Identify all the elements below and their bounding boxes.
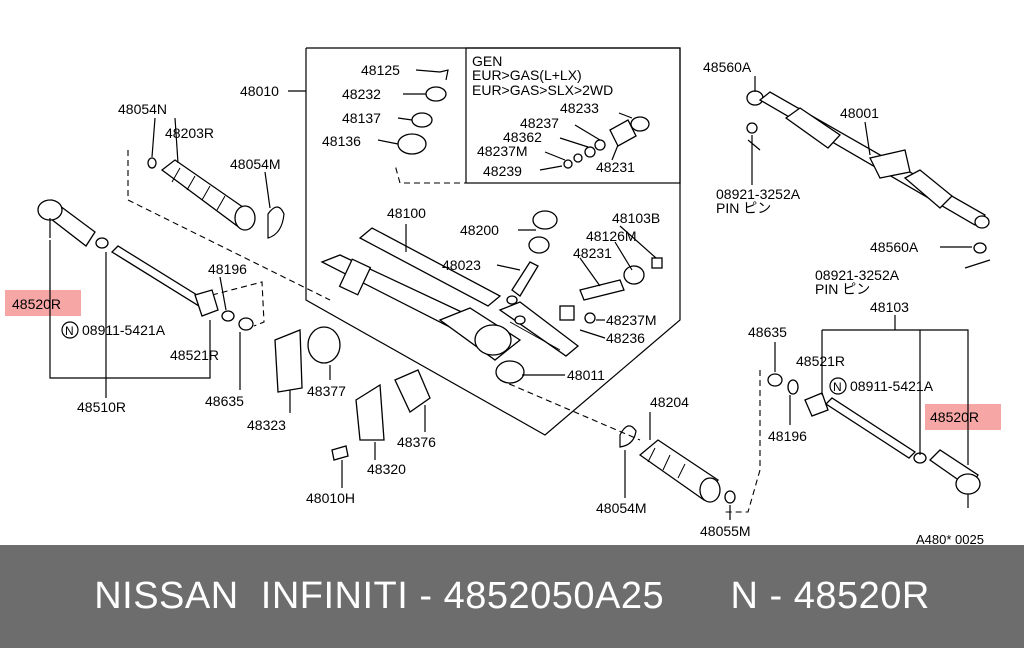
part-number-caption: NISSAN INFINITI - 4852050A25 N - 48520R [94,575,930,617]
left-boot [147,157,285,239]
label-48196-right: 48196 [768,428,807,444]
parts-diagram: GEN EUR>GAS(L+LX) EUR>GAS>SLX>2WD 48233 … [5,47,1001,545]
legend-line-2: EUR>GAS(L+LX) [472,67,582,83]
label-48137: 48137 [342,110,381,126]
label-48001: 48001 [840,105,879,121]
legend-line-3: EUR>GAS>SLX>2WD [472,82,613,98]
label-48237-legend: 48237 [520,115,559,131]
n-mark-right [829,377,847,395]
label-08911-right: 08911-5421A [850,378,934,394]
label-48520R-left: 48520R [12,296,61,312]
label-48521R-right: 48521R [796,353,845,369]
label-48560A-mid: 48560A [870,239,919,255]
label-48231-mid: 48231 [573,245,612,261]
label-48200: 48200 [460,222,499,238]
n-mark-right-label: N [833,380,842,394]
dash-center [499,379,641,441]
legend-parts [539,112,650,171]
label-48510R: 48510R [77,399,126,415]
pinion-parts [397,69,663,325]
n-mark-left-label: N [65,324,74,338]
label-48236: 48236 [606,330,645,346]
label-48204: 48204 [650,394,689,410]
label-48103B: 48103B [612,210,660,226]
label-48196-left: 48196 [208,261,247,277]
label-08911-left: 08911-5421A [82,322,166,338]
label-48635-left: 48635 [205,393,244,409]
label-48126M: 48126M [586,228,637,244]
highlight-48520R-right [925,404,1001,430]
label-08921-mid: 08921-3252A [815,267,900,283]
label-48136: 48136 [322,133,361,149]
label-48239: 48239 [483,163,522,179]
dash-left [127,150,331,301]
label-48237M-legend: 48237M [477,143,528,159]
highlight-48520R-left [5,290,81,316]
legend-box [465,47,681,184]
label-48232: 48232 [342,86,381,102]
complete-assembly [746,90,991,269]
label-48010H: 48010H [306,490,355,506]
right-boot [619,425,736,504]
label-48362: 48362 [503,129,542,145]
label-48100: 48100 [387,205,426,221]
label-48103: 48103 [870,299,909,315]
label-48054M-bottom: 48054M [596,500,647,516]
label-48054N: 48054N [118,101,167,117]
leader-lines-outer [49,76,972,520]
label-48320: 48320 [367,461,406,477]
dash-left-2 [211,281,265,327]
left-tie-rod [37,199,254,331]
label-48376: 48376 [397,434,436,450]
label-48055M: 48055M [700,523,751,539]
label-08921-top: 08921-3252A [716,186,801,202]
label-48521R-left: 48521R [170,347,219,363]
label-48377: 48377 [307,383,346,399]
mount-brackets [274,326,431,461]
n-mark-left [61,321,79,339]
label-48237M-mid: 48237M [606,312,657,328]
label-48233: 48233 [560,100,599,116]
label-48125: 48125 [361,62,400,78]
label-pin-top: PIN ピン [716,200,771,216]
label-48231-legend: 48231 [596,159,635,175]
dash-right [725,370,761,513]
legend-line-1: GEN [472,53,502,69]
label-48635-right: 48635 [748,324,787,340]
label-48011: 48011 [567,367,605,383]
label-48520R-right: 48520R [930,409,979,425]
label-pin-mid: PIN ピン [815,281,870,297]
label-48323: 48323 [247,417,286,433]
label-48023: 48023 [442,257,481,273]
label-48010: 48010 [240,83,279,99]
diagram-ref-code: A480* 0025 [916,532,984,545]
rack-housing [320,227,580,384]
footer-bar: NISSAN INFINITI - 4852050A25 N - 48520R [0,545,1024,648]
label-48203R: 48203R [165,125,214,141]
leader-lines-center [288,69,657,376]
label-48560A-top: 48560A [703,59,752,75]
dash-legend [394,164,470,184]
right-tie-rod [767,373,981,508]
label-48054M-top: 48054M [230,156,281,172]
